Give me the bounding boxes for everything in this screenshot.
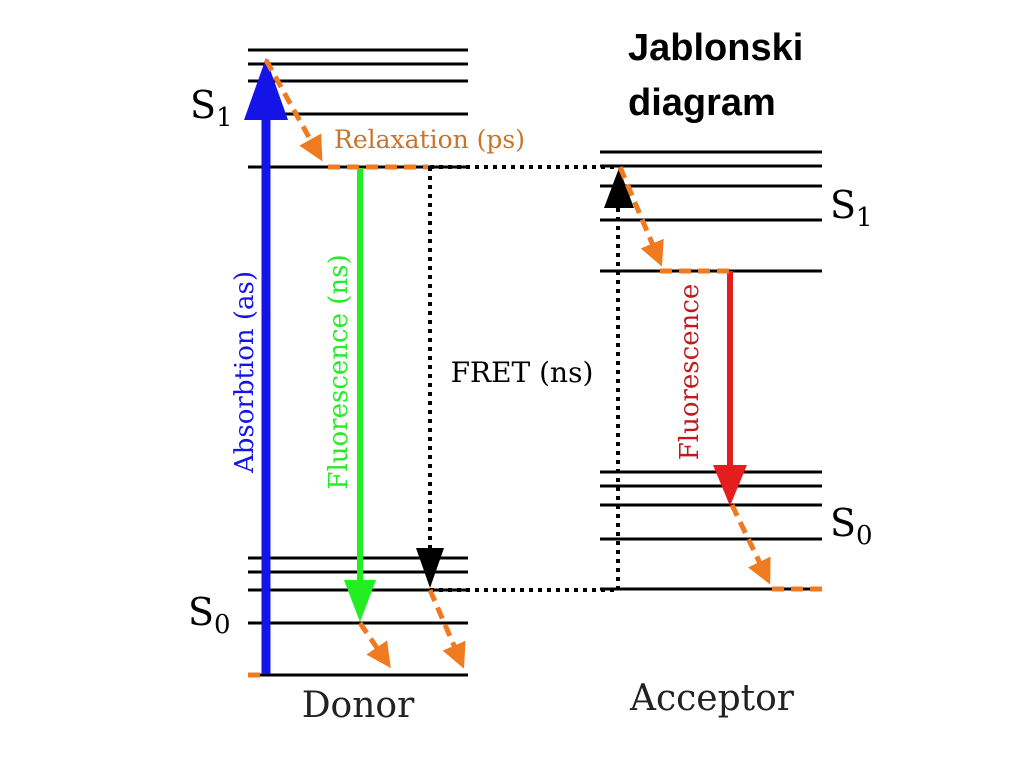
acceptor-s1-levels	[600, 150, 822, 273]
donor-fluorescence-arrowhead	[344, 580, 376, 622]
fret-arrowhead-up	[604, 168, 634, 208]
fret-arrowhead-down	[416, 548, 444, 588]
acceptor-s0-levels	[600, 470, 822, 591]
acceptor-label: Acceptor	[629, 678, 795, 719]
diagram-title-line2: diagram	[628, 82, 776, 124]
acceptor-s0-label: S0	[830, 501, 873, 551]
relaxation-paths	[248, 58, 822, 678]
acceptor-s0-relaxation-diagonal	[729, 503, 771, 585]
diagram-title-line1: Jablonski	[628, 27, 803, 69]
fret-path	[428, 165, 620, 592]
acceptor-s1-label: S1	[830, 183, 873, 233]
donor-s0-relaxation-2	[427, 589, 466, 669]
acceptor-fluorescence-arrowhead	[713, 465, 747, 506]
absorption-arrowhead	[244, 58, 288, 120]
acceptor-s1-relaxation-diagonal	[617, 166, 664, 267]
donor-s0-label: S0	[188, 590, 231, 640]
donor-s0-relaxation-1	[357, 621, 391, 669]
fret-label: FRET (ns)	[451, 356, 594, 389]
donor-s1-label: S1	[190, 83, 233, 133]
relaxation-label: Relaxation (ps)	[334, 125, 525, 154]
acceptor-fluorescence-label: Fluorescence	[675, 284, 705, 461]
absorption-label: Absorbtion (as)	[230, 271, 260, 474]
donor-fluorescence-label: Fluorescence (ns)	[324, 254, 354, 489]
donor-label: Donor	[302, 685, 415, 726]
